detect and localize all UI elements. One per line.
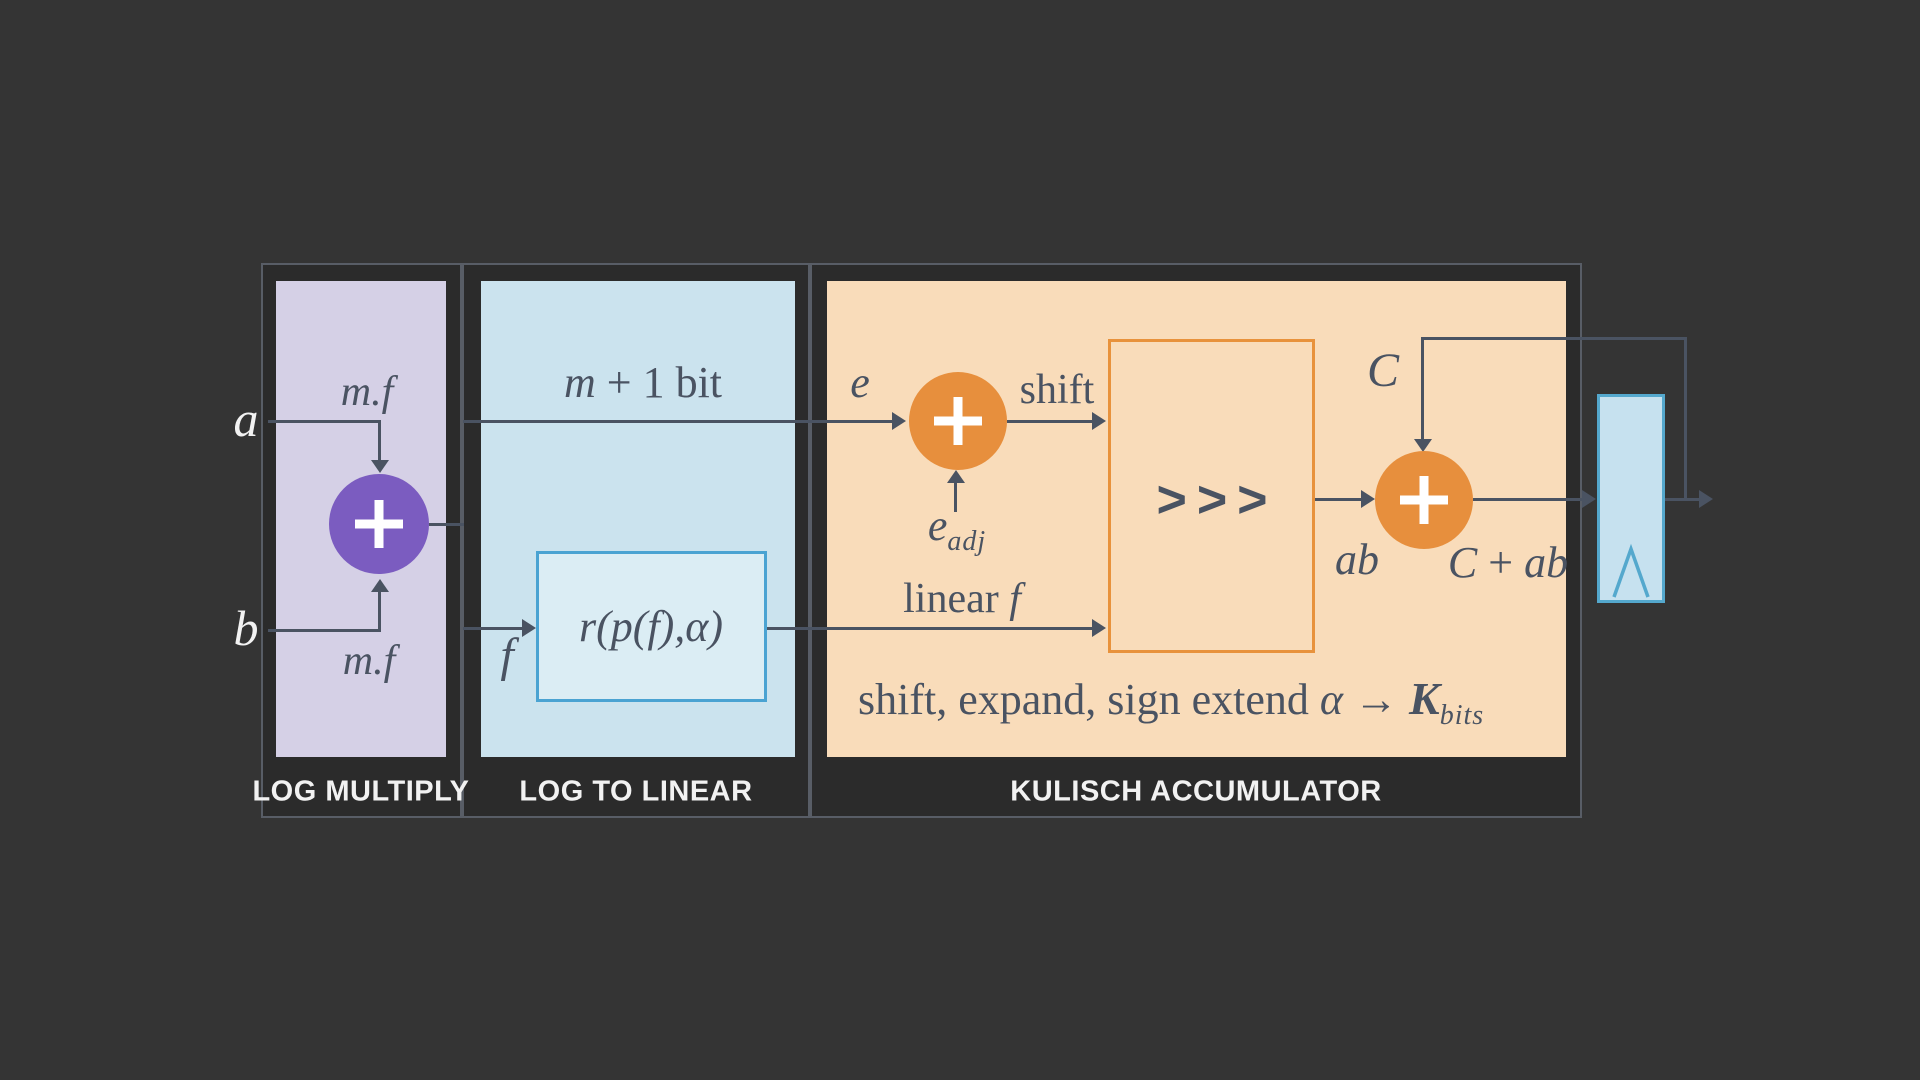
- wire-linear-f: [767, 627, 1092, 630]
- wire-f-in: [463, 627, 523, 630]
- wire-b-rise: [378, 591, 381, 632]
- wire-sum-out: [1473, 498, 1583, 501]
- k-sub: bits: [1439, 700, 1485, 731]
- wire-a-drop: [378, 420, 381, 461]
- arrowhead-eadj-into-adder: [947, 470, 965, 483]
- arrowhead-c-into-adder: [1414, 439, 1432, 452]
- wire-feedback-right: [1684, 337, 1687, 501]
- c-in-label: C: [1366, 344, 1400, 397]
- accumulator-register: [1597, 394, 1665, 603]
- arrowhead-shift-into-shifter: [1092, 412, 1106, 430]
- mf-top-label: m.f: [340, 369, 394, 415]
- right-shift-symbol: >>>: [1156, 471, 1278, 529]
- log-multiply-adder: [329, 474, 429, 574]
- c-plus-ab-label: C + ab: [1448, 541, 1568, 585]
- input-b-label: b: [233, 600, 259, 656]
- arrowhead-f-into-rbox: [522, 619, 536, 637]
- shift-label: shift: [1019, 367, 1095, 413]
- wire-eadj: [954, 482, 957, 512]
- maps-to-arrow: →: [1343, 675, 1410, 724]
- accumulator-adder: [1375, 451, 1473, 549]
- e-in-label: e: [850, 358, 870, 407]
- caption-kulisch-accumulator: KULISCH ACCUMULATOR: [1010, 775, 1382, 808]
- arrowhead-b-into-adder: [371, 579, 389, 592]
- plus-icon: [953, 397, 963, 445]
- note-text: shift, expand, sign extend: [858, 675, 1320, 724]
- plus-icon: [1419, 476, 1429, 524]
- e-adj-sub: adj: [947, 526, 987, 557]
- arrowhead-a-into-adder: [371, 460, 389, 473]
- arrowhead-e-into-adder: [892, 412, 906, 430]
- linear-text: linear: [903, 576, 1010, 622]
- c-var: C: [1447, 538, 1478, 587]
- wire-exponent: [463, 420, 893, 423]
- arrowhead-linearf-into-shifter: [1092, 619, 1106, 637]
- wire-ab: [1315, 498, 1363, 501]
- wire-a-horizontal: [268, 420, 381, 423]
- m-rest: + 1 bit: [595, 358, 723, 407]
- wire-b-horizontal: [268, 629, 381, 632]
- input-a-label: a: [233, 391, 259, 447]
- mf-bottom-label: m.f: [342, 638, 396, 684]
- r-function-box: [536, 551, 767, 702]
- plus-text: +: [1477, 538, 1525, 587]
- right-shifter-box: [1108, 339, 1315, 653]
- wire-c-down: [1421, 339, 1424, 440]
- k-var: K: [1409, 673, 1440, 724]
- f-in-label: f: [500, 629, 514, 682]
- caption-log-multiply: LOG MULTIPLY: [252, 775, 470, 808]
- r-function-label: r(p(f),α): [578, 602, 724, 651]
- kulisch-note: shift, expand, sign extend α → Kbits: [858, 672, 1484, 732]
- wire-register-out: [1665, 498, 1700, 501]
- caption-log-to-linear: LOG TO LINEAR: [519, 775, 753, 808]
- wire-feedback-top: [1421, 337, 1687, 340]
- clock-triangle-icon: [1612, 543, 1650, 598]
- plus-icon: [374, 500, 384, 548]
- m-var: m: [563, 358, 596, 407]
- exponent-adder: [909, 372, 1007, 470]
- alpha-var: α: [1319, 675, 1344, 724]
- wire-logadd-out: [429, 523, 464, 526]
- e-adj-label: eadj: [928, 504, 986, 556]
- m-plus-1-bit-label: m + 1 bit: [564, 361, 722, 405]
- ab-label: ab: [1335, 535, 1379, 584]
- linear-f-label: linear f: [903, 578, 1021, 620]
- arrowhead-ab-into-adder: [1361, 490, 1375, 508]
- arrowhead-output: [1699, 490, 1713, 508]
- e-adj-base: e: [927, 501, 948, 550]
- arrowhead-into-register: [1582, 490, 1596, 508]
- linear-f-var: f: [1009, 576, 1021, 622]
- ab-var: ab: [1524, 538, 1569, 587]
- wire-shift: [1007, 420, 1093, 423]
